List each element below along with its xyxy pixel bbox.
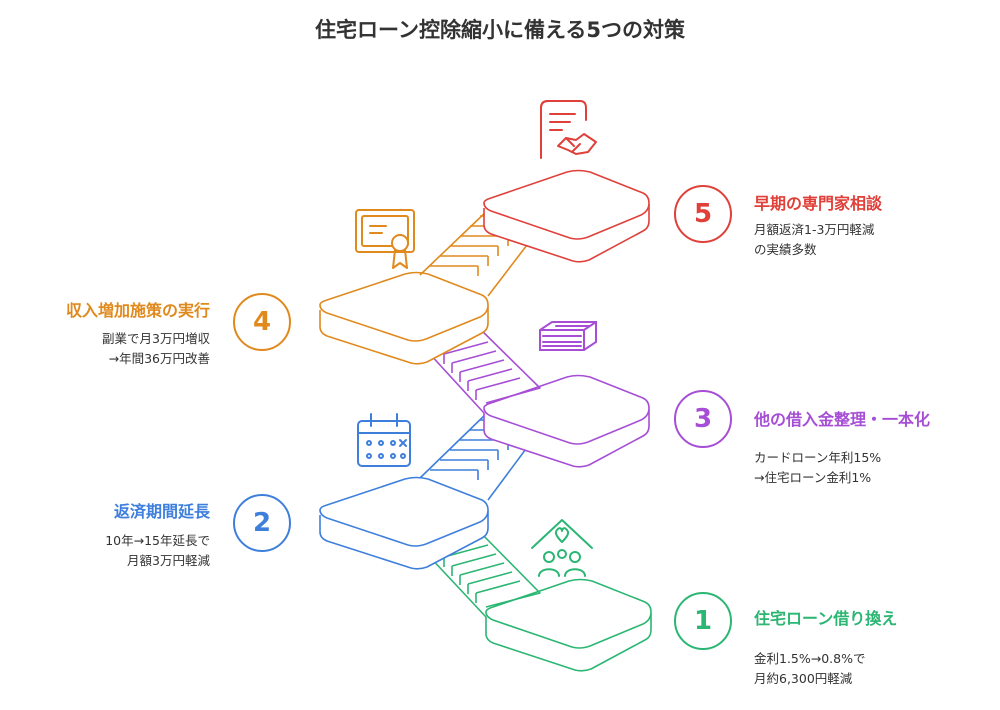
platform-4 (319, 271, 489, 365)
step-3-description: カードローン年利15% →住宅ローン金利1% (754, 448, 881, 488)
step-4-label: 収入増加施策の実行 (65, 301, 210, 320)
step-1-description: 金利1.5%→0.8%で 月約6,300円軽減 (754, 649, 866, 689)
step-2-desc-line: 月額3万円軽減 (127, 553, 210, 568)
step-1-badge: 1 (674, 592, 732, 650)
step-2-description: 10年→15年延長で 月額3万円軽減 (0, 531, 210, 571)
step-1-desc-line: 金利1.5%→0.8%で (754, 651, 866, 666)
contract-handshake-icon (540, 100, 597, 159)
step-5-desc-line: 月額返済1-3万円軽減 (754, 222, 875, 237)
step-4-desc-line: 副業で月3万円増収 (102, 331, 210, 346)
platform-1 (485, 578, 652, 672)
money-stack-icon (539, 321, 597, 351)
step-5-label: 早期の専門家相談 (754, 194, 883, 213)
platform-2 (319, 476, 489, 570)
step-3-badge: 3 (674, 390, 732, 448)
step-4-desc-line: →年間36万円改善 (108, 351, 210, 366)
step-3-desc-line: カードローン年利15% (754, 450, 882, 465)
community-icon (531, 519, 593, 577)
step-3-desc-line: →住宅ローン金利1% (754, 470, 872, 485)
step-2-desc-line: 10年→15年延長で (105, 533, 210, 548)
step-1-label: 住宅ローン借り換え (754, 609, 898, 628)
step-3-label: 他の借入金整理・一本化 (754, 410, 931, 429)
step-1-desc-line: 月約6,300円軽減 (754, 671, 853, 686)
platform-3 (483, 374, 650, 468)
step-5-desc-line: の実績多数 (754, 242, 817, 257)
step-4-badge: 4 (233, 293, 291, 351)
step-5-badge: 5 (674, 185, 732, 243)
page-title: 住宅ローン控除縮小に備える5つの対策 (315, 18, 685, 42)
certificate-icon (355, 209, 415, 269)
step-5-description: 月額返済1-3万円軽減 の実績多数 (754, 220, 874, 260)
platform-5 (483, 169, 650, 263)
step-2-label: 返済期間延長 (113, 502, 210, 521)
step-2-badge: 2 (233, 494, 291, 552)
calendar-icon (357, 413, 411, 467)
step-4-description: 副業で月3万円増収 →年間36万円改善 (0, 329, 210, 369)
